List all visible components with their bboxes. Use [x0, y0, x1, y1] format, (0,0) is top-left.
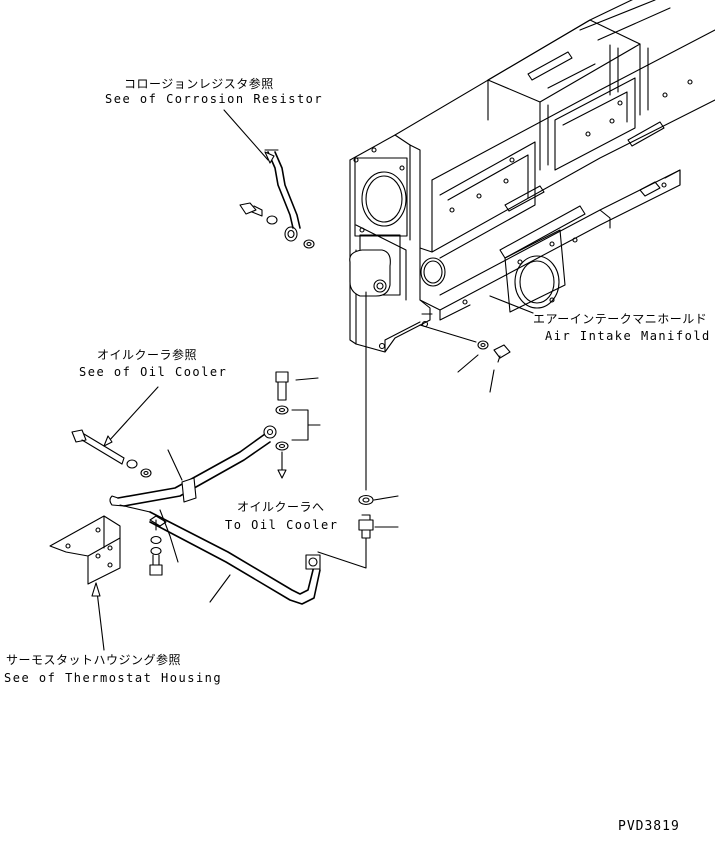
- thermostat-housing-jp: サーモスタットハウジング参照: [6, 652, 181, 667]
- right-plug-set: [419, 324, 511, 393]
- upper-bolt-set: [239, 202, 315, 249]
- air-intake-manifold-en: Air Intake Manifold: [545, 329, 711, 343]
- arrow-corrosion-resistor: [264, 151, 275, 164]
- air-intake-manifold-jp: エアーインテークマニホールド: [533, 312, 707, 326]
- drawing-code: PVD3819: [618, 819, 680, 834]
- thermostat-housing-en: See of Thermostat Housing: [4, 671, 222, 685]
- corrosion-resistor-pipe: [264, 149, 301, 242]
- corrosion-resistor-en: See of Corrosion Resistor: [105, 92, 323, 106]
- air-intake-manifold: [349, 0, 715, 353]
- oil-cooler-tube: [109, 425, 321, 605]
- corrosion-resistor-jp: コロージョンレジスタ参照: [124, 76, 274, 91]
- long-bolt: [71, 429, 152, 478]
- arrow-oil-cooler: [103, 435, 113, 447]
- thermostat-bracket: [49, 515, 167, 585]
- to-oil-cooler-jp: オイルクーラへ: [237, 500, 325, 514]
- vertical-pipe: [317, 291, 433, 569]
- leader-corrosion-resistor: [223, 109, 269, 161]
- to-oil-cooler-en: To Oil Cooler: [225, 518, 338, 532]
- oil-cooler-ref-en: See of Oil Cooler: [79, 365, 227, 379]
- oil-cooler-ref-jp: オイルクーラ参照: [97, 347, 197, 362]
- leader-air-intake: [489, 295, 534, 314]
- center-bolt-stack: [275, 371, 321, 479]
- arrow-thermostat: [91, 582, 101, 597]
- leader-oil-cooler: [107, 386, 159, 443]
